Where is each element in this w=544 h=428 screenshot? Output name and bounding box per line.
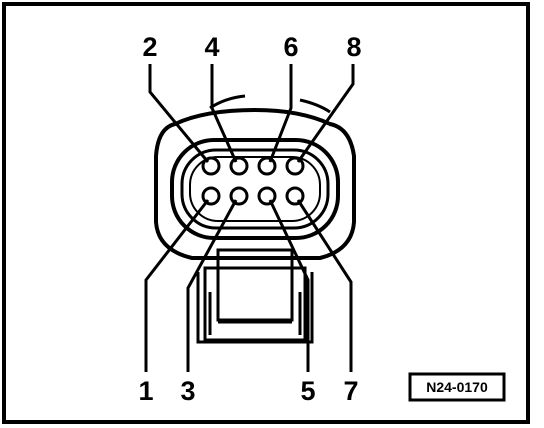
leader-3 [186,199,238,372]
pin-6 [257,156,277,176]
pin-5 [257,186,277,206]
label-pin-4: 4 [204,32,219,62]
label-pin-7: 7 [343,376,358,406]
label-pin-8: 8 [346,32,361,62]
connector-housing [154,94,356,260]
label-pin-6: 6 [283,32,298,62]
frame-border [2,2,530,424]
leader-lines [144,64,355,372]
reference-code: N24-0170 [426,379,488,395]
pin-4 [229,156,249,176]
pin-3 [229,186,249,206]
label-pin-2: 2 [142,32,157,62]
leader-6 [268,64,293,163]
leader-4 [210,64,238,163]
pin-grid [201,156,305,206]
label-pin-1: 1 [138,376,153,406]
label-pin-3: 3 [180,376,195,406]
leader-2 [148,64,210,163]
connector-tab [196,248,314,344]
leader-5 [268,199,310,372]
leader-7 [296,199,353,372]
leader-8 [296,64,355,163]
leader-1 [144,199,210,372]
reference-box [408,372,506,402]
label-pin-5: 5 [300,376,315,406]
